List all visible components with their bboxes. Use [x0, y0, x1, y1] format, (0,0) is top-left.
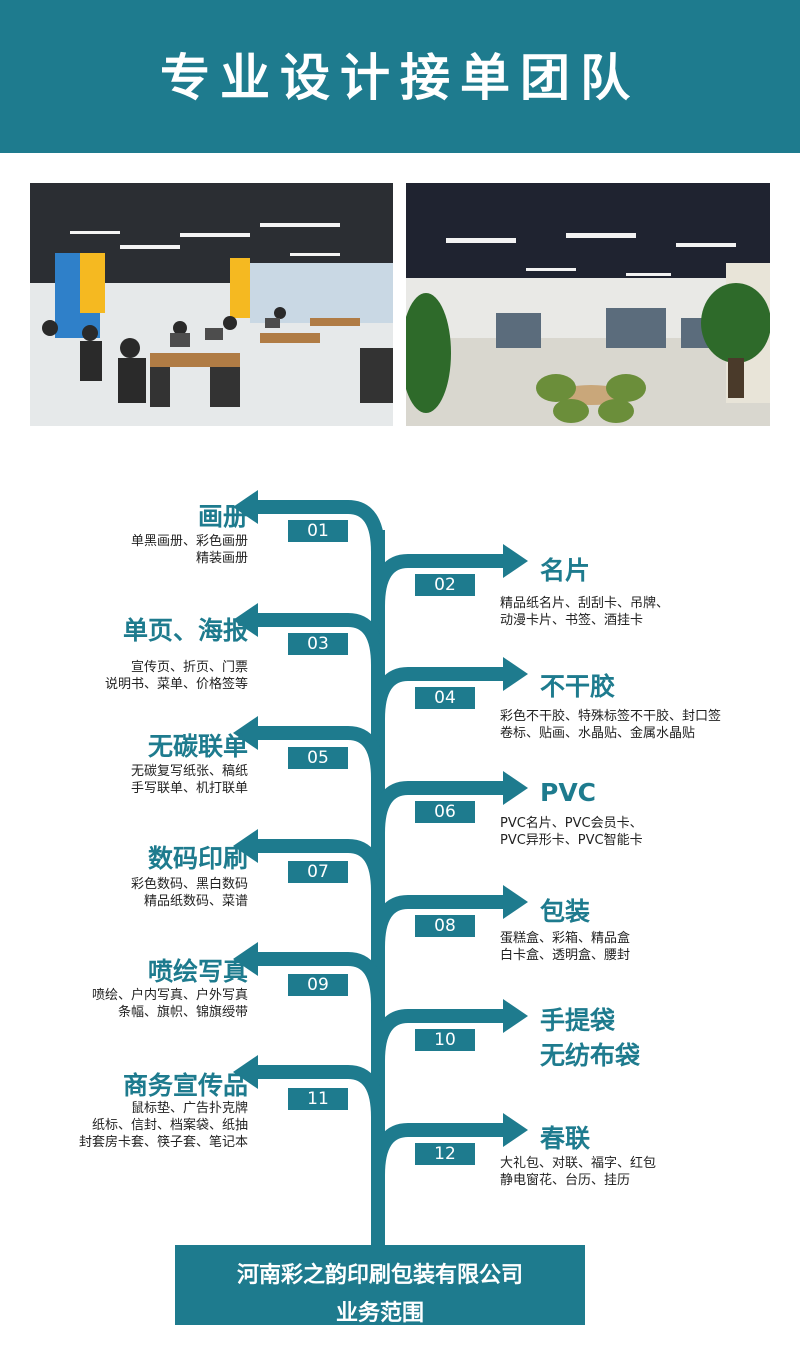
category-desc-line: 彩色不干胶、特殊标签不干胶、封口签 [500, 709, 722, 724]
arrow-right-head [503, 1113, 528, 1147]
category-desc-line: 说明书、菜单、价格签等 [104, 677, 248, 692]
category-desc-line: PVC异形卡、PVC智能卡 [500, 833, 643, 848]
category-desc-line: 喷绘、户内写真、户外写真 [91, 988, 248, 1003]
number-badge: 02 [415, 574, 475, 596]
footer-box: 河南彩之韵印刷包装有限公司 业务范围 [175, 1245, 585, 1326]
category-title-line2: 无纺布袋 [540, 1041, 641, 1070]
category-desc-line: 蛋糕盒、彩箱、精品盒 [500, 931, 631, 946]
category-desc-line: 精品纸数码、菜谱 [143, 894, 248, 909]
category-title: 手提袋 [540, 1006, 616, 1035]
number-badge: 01 [288, 520, 348, 542]
category-desc-line: 精装画册 [195, 551, 248, 566]
arrow-left-head [233, 716, 258, 750]
category-desc-line: PVC名片、PVC会员卡、 [500, 816, 643, 831]
arrow-left-head [233, 1055, 258, 1089]
branch-right [371, 554, 505, 607]
company-name: 河南彩之韵印刷包装有限公司 [236, 1263, 523, 1288]
category-title: 画册 [197, 502, 248, 531]
arrow-right-head [503, 885, 528, 919]
arrow-left-head [233, 942, 258, 976]
branch-left [255, 952, 385, 1005]
category-title: 喷绘写真 [147, 957, 248, 986]
category-desc-line: 单黑画册、彩色画册 [130, 534, 248, 549]
header-banner: 专业设计接单团队 [0, 0, 800, 153]
category-desc-line: 纸标、信封、档案袋、纸抽 [91, 1118, 248, 1133]
category-desc-line: 手写联单、机打联单 [130, 781, 248, 796]
category-desc-line: 宣传页、折页、门票 [130, 660, 248, 675]
footer-label: 业务范围 [335, 1301, 424, 1326]
category-desc-line: 条幅、旗帜、锦旗绶带 [117, 1005, 248, 1020]
category-desc-line: 静电窗花、台历、挂历 [500, 1173, 631, 1188]
arrow-right-head [503, 999, 528, 1033]
category-title: 春联 [540, 1124, 591, 1153]
branch-right [371, 1123, 505, 1176]
category-title: 无碳联单 [147, 732, 248, 761]
category-title: 数码印刷 [147, 844, 248, 873]
arrow-right-head [503, 544, 528, 578]
category-desc-line: 精品纸名片、刮刮卡、吊牌、 [500, 596, 670, 611]
category-title: 商务宣传品 [122, 1071, 248, 1100]
print-shop-photo [406, 183, 770, 426]
category-title: PVC [540, 778, 597, 807]
category-desc-line: 白卡盒、透明盒、腰封 [500, 948, 631, 963]
arrow-right-head [503, 771, 528, 805]
category-title: 不干胶 [540, 672, 616, 701]
branch-left [255, 613, 385, 666]
arrow-left-head [233, 603, 258, 637]
branch-left [255, 500, 385, 553]
branch-right [371, 781, 505, 834]
number-badge: 07 [288, 861, 348, 883]
category-title: 名片 [540, 556, 591, 585]
arrow-left-head [233, 829, 258, 863]
office-photo [30, 183, 393, 426]
branch-right [371, 667, 505, 720]
number-badge: 09 [288, 974, 348, 996]
number-badge: 03 [288, 633, 348, 655]
page-title: 专业设计接单团队 [160, 49, 640, 107]
category-title: 单页、海报 [122, 616, 248, 645]
arrow-right-head [503, 657, 528, 691]
branch-right [371, 895, 505, 948]
number-badge: 11 [288, 1088, 348, 1110]
branch-left [255, 1065, 385, 1118]
category-desc-line: 彩色数码、黑白数码 [130, 877, 248, 892]
number-badge: 10 [415, 1029, 475, 1051]
number-badge: 04 [415, 687, 475, 709]
category-desc-line: 动漫卡片、书签、酒挂卡 [500, 613, 644, 628]
branch-right [371, 1009, 505, 1062]
number-badge: 06 [415, 801, 475, 823]
number-badge: 08 [415, 915, 475, 937]
category-desc-line: 无碳复写纸张、稿纸 [130, 764, 248, 779]
number-badge: 05 [288, 747, 348, 769]
branch-left [255, 726, 385, 779]
branch-left [255, 839, 385, 892]
number-badge: 12 [415, 1143, 475, 1165]
category-desc-line: 卷标、贴画、水晶贴、金属水晶贴 [500, 726, 696, 741]
category-desc-line: 大礼包、对联、福字、红包 [500, 1156, 657, 1171]
category-desc-line: 鼠标垫、广告扑克牌 [130, 1101, 248, 1116]
arrow-left-head [233, 490, 258, 524]
category-title: 包装 [540, 897, 591, 926]
category-desc-line: 封套房卡套、筷子套、笔记本 [78, 1135, 248, 1150]
